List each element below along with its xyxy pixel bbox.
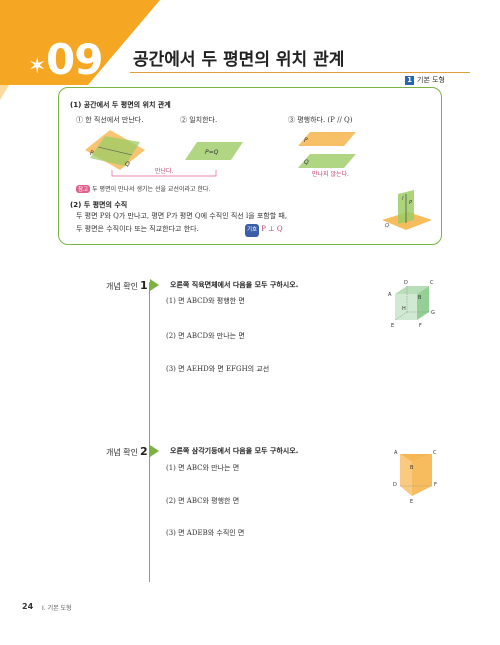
prism-vertex-A: A (394, 450, 398, 456)
problem1-q1: (1) 면 ABCD와 평행한 면 (166, 297, 245, 305)
cuboid-vertex-G: G (431, 310, 435, 316)
section1-heading: (1) 공간에서 두 평면의 위치 관계 (70, 101, 171, 109)
prism-vertex-E: E (410, 499, 413, 505)
perpendicular-definition-line1: 두 평면 P와 Q가 만나고, 평면 P가 평면 Q에 수직인 직선 l을 포함… (76, 212, 288, 220)
unit-badge: 1 기본 도형 (405, 75, 445, 85)
symbol-text: P ⊥ Q (261, 225, 283, 233)
fig4-label-l: l (402, 196, 404, 202)
cuboid-vertex-A: A (388, 292, 392, 298)
cuboid-vertex-B: B (418, 295, 422, 301)
problem1-number: 1 (139, 279, 148, 292)
figure-perpendicular-planes: P Q l (382, 190, 432, 230)
perpendicular-definition-line2: 두 평면은 수직이다 또는 직교한다고 한다. (76, 225, 199, 233)
problem1-q3: (3) 면 AEHD와 면 EFGH의 교선 (166, 365, 270, 373)
problem2-q3: (3) 면 ADEB와 수직인 면 (166, 529, 245, 537)
fig2-label-PQ: P=Q (205, 149, 219, 156)
figure-intersecting-planes: P Q (85, 130, 145, 170)
not-meet-label: 만나지 않는다. (312, 171, 349, 178)
prism-vertex-F: F (434, 482, 437, 488)
figure-cuboid: D C A B H G E F (388, 280, 435, 329)
problem2-number: 2 (139, 445, 148, 458)
problem1-prompt: 오른쪽 직육면체에서 다음을 모두 구하시오. (170, 281, 299, 289)
problem1-q2: (2) 면 ABCD와 만나는 면 (166, 332, 245, 340)
fig4-label-Q: Q (385, 223, 389, 229)
page-title: 공간에서 두 평면의 위치 관계 (133, 50, 345, 70)
title-divider (130, 72, 470, 73)
chapter-number: 09 (46, 35, 103, 84)
note-text: 두 평면이 만나서 생기는 선을 교선이라고 한다. (92, 186, 211, 193)
symbol-tag: 기호 (245, 224, 260, 237)
problem2-q2: (2) 면 ABC와 평행한 면 (166, 497, 240, 505)
relation-item-3: ③ 평행하다. (P // Q) (288, 116, 353, 124)
section2-heading: (2) 두 평면의 수직 (70, 201, 128, 209)
footer-section: I. 기본 도형 (42, 605, 72, 612)
problem1-label-text: 개념 확인 (106, 282, 138, 291)
problem1-arrow-icon (150, 279, 159, 291)
problem2-arrow-icon (150, 445, 159, 457)
unit-badge-text: 기본 도형 (417, 76, 445, 84)
fig4-label-P: P (409, 200, 412, 206)
problem2-prompt: 오른쪽 삼각기둥에서 다음을 모두 구하시오. (170, 447, 299, 455)
figure-parallel-planes: P Q (298, 132, 356, 168)
cuboid-vertex-F: F (419, 323, 422, 329)
fig1-label-P: P (90, 150, 94, 157)
prism-vertex-C: C (433, 450, 437, 456)
note-tag: 참고 (76, 185, 91, 193)
page-number: 24 (22, 602, 34, 611)
figure-triangular-prism: A C B D F E (393, 450, 437, 505)
cuboid-vertex-H: H (402, 306, 406, 312)
meet-bracket (111, 170, 217, 177)
fig3-label-Q: Q (304, 159, 309, 166)
exercise-guide-line (149, 282, 150, 582)
meet-label: 만난다. (155, 168, 174, 175)
prism-vertex-B: B (410, 465, 414, 471)
cuboid-vertex-C: C (430, 280, 434, 286)
problem2-q1: (1) 면 ABC와 만나는 면 (166, 464, 240, 472)
prism-vertex-D: D (393, 482, 397, 488)
fig3-label-P: P (304, 137, 308, 144)
problem2-label-text: 개념 확인 (106, 448, 138, 457)
unit-badge-number: 1 (405, 75, 414, 85)
cuboid-vertex-E: E (391, 323, 394, 329)
fig1-label-Q: Q (125, 161, 130, 168)
sparkle-icon: ✶ (28, 54, 47, 79)
cuboid-vertex-D: D (404, 280, 408, 286)
figure-coincident-planes: P=Q (185, 142, 243, 160)
relation-item-2: ② 일치한다. (180, 116, 218, 124)
relation-item-1: ① 한 직선에서 만난다. (76, 116, 144, 124)
